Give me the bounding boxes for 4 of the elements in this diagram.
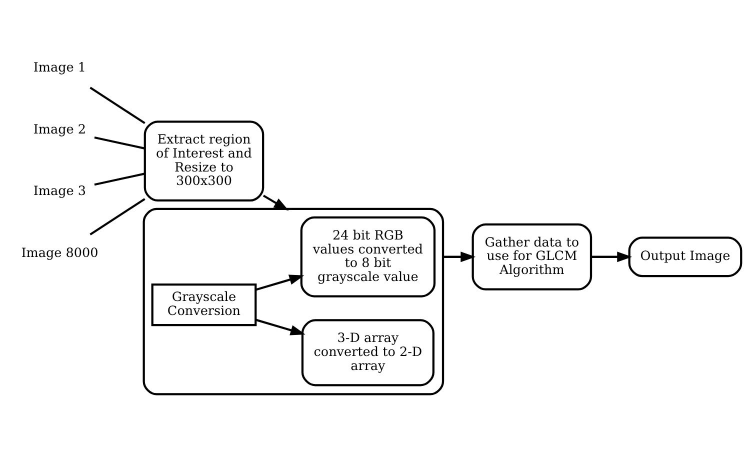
node-text: Image 8000: [21, 246, 98, 261]
node-text: Image 1: [33, 60, 86, 76]
node-text: Image 3: [33, 184, 86, 200]
node-text: Image 2: [33, 122, 86, 138]
